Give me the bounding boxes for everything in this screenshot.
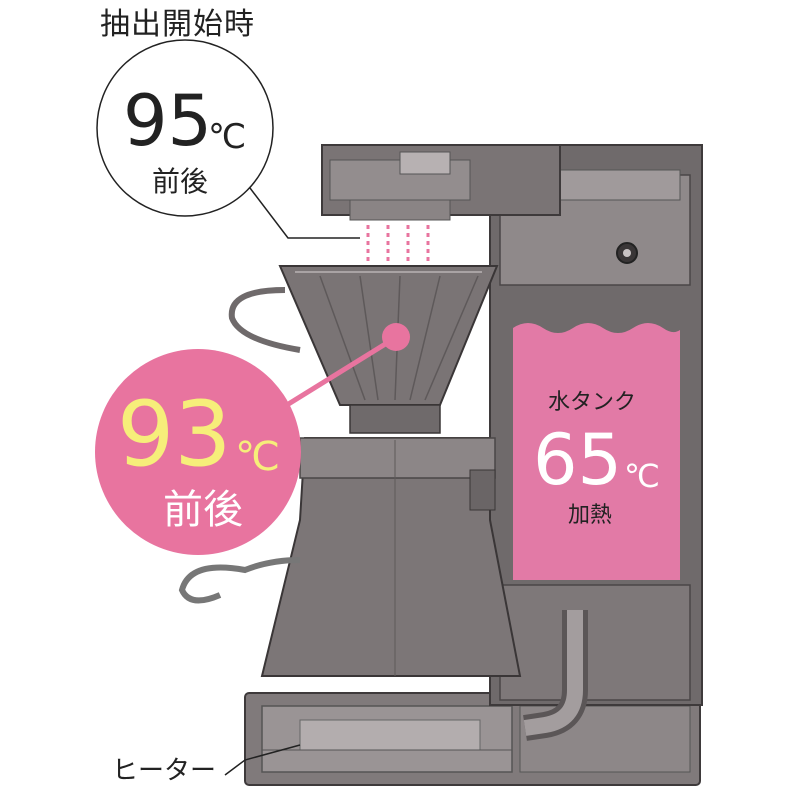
water-tank-temp-unit: ℃ bbox=[624, 457, 660, 495]
dripper-temp-unit: ℃ bbox=[235, 434, 280, 480]
brew-start-approx-label: 前後 bbox=[152, 165, 209, 198]
dripper-approx-label: 前後 bbox=[163, 487, 243, 533]
water-tank-temp-value: 65 bbox=[533, 419, 623, 501]
server-carafe bbox=[178, 437, 522, 677]
heater-pointer bbox=[224, 744, 301, 776]
heater-base bbox=[244, 692, 701, 786]
brew-start-callout bbox=[96, 39, 360, 239]
brew-start-heading: 抽出開始時 bbox=[100, 7, 255, 42]
dripper-temp-value: 93 bbox=[117, 382, 232, 487]
heater-label: ヒーター bbox=[112, 756, 217, 786]
water-tank-heating-label: 加熱 bbox=[568, 503, 613, 528]
dripper-temp-callout bbox=[95, 323, 410, 555]
water-drip-lines bbox=[366, 225, 430, 268]
brew-start-temp-value: 95 bbox=[123, 80, 213, 162]
brew-start-temp-unit: ℃ bbox=[208, 117, 247, 157]
shower-head bbox=[321, 144, 561, 221]
water-tank-panel bbox=[513, 323, 680, 580]
water-tank-title: 水タンク bbox=[548, 390, 637, 415]
